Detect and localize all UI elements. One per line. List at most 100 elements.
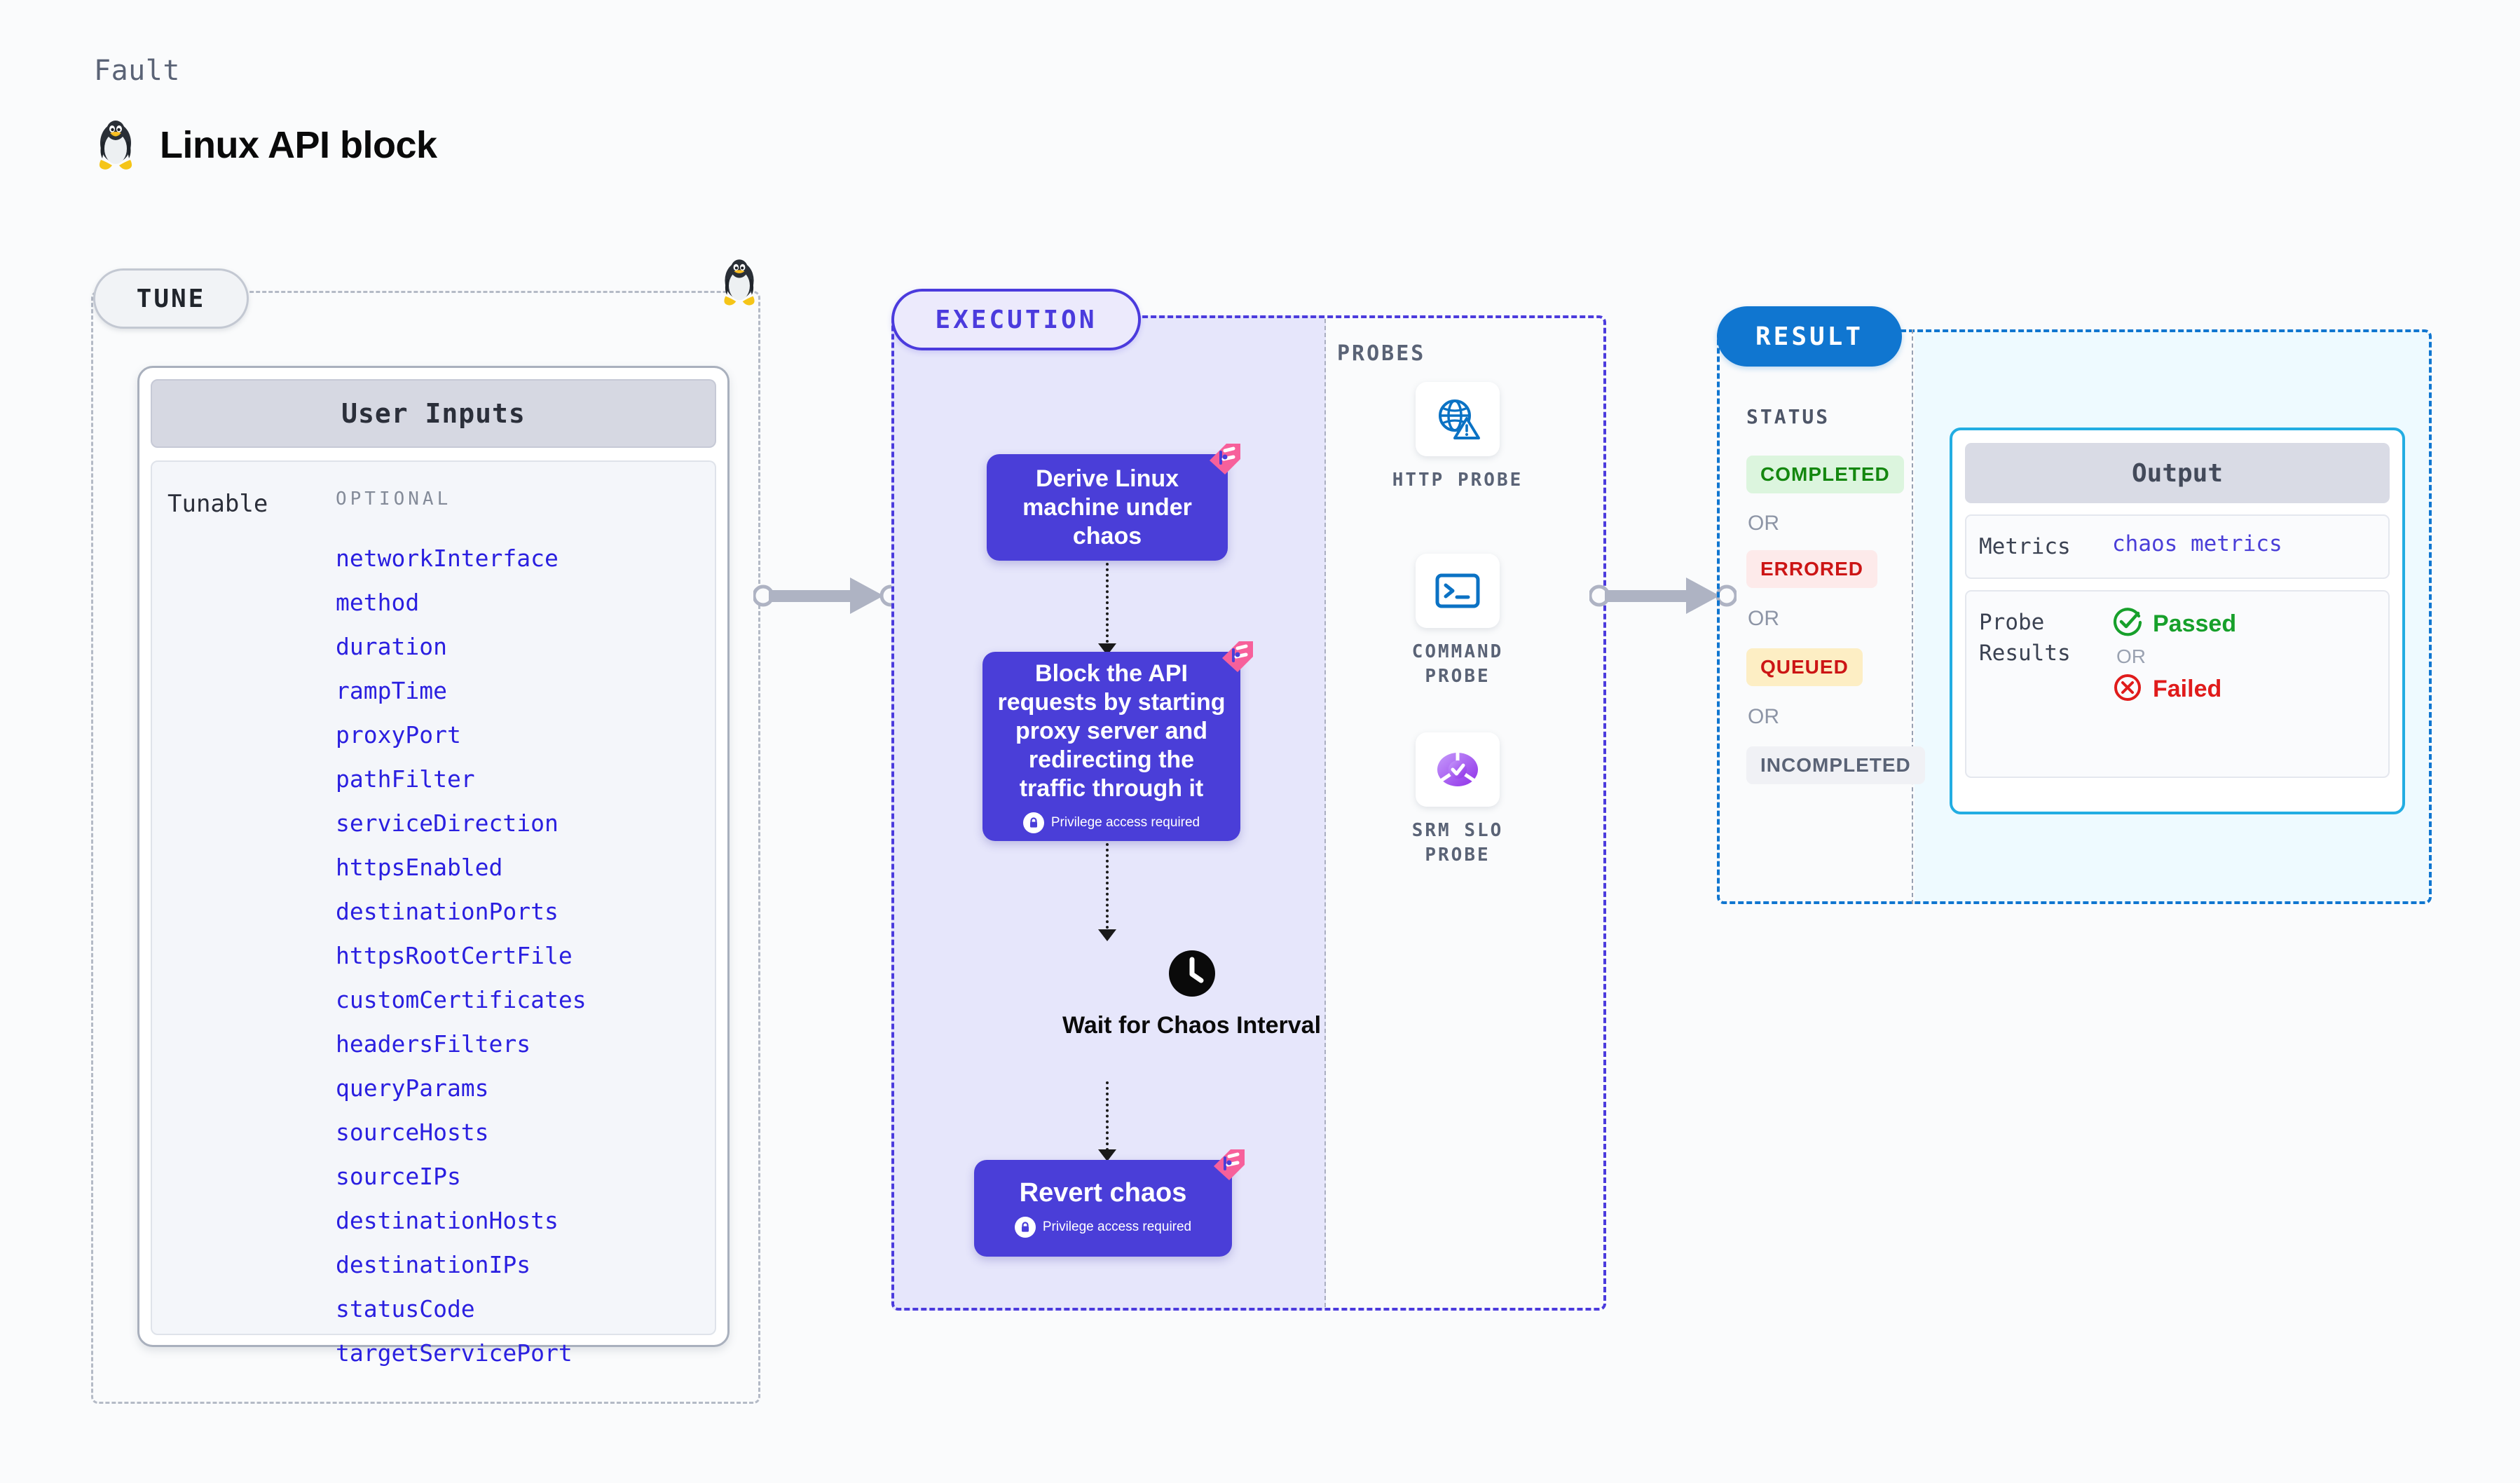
connector-arrow-tune-to-execution bbox=[752, 573, 902, 622]
list-item[interactable]: destinationIPs bbox=[336, 1251, 531, 1278]
globe-warning-icon bbox=[1416, 382, 1500, 456]
probes-divider bbox=[1324, 319, 1326, 1307]
probe-item-srm-slo[interactable]: SRM SLO PROBE bbox=[1374, 732, 1542, 868]
flow-node-label: Derive Linux machine under chaos bbox=[1022, 465, 1192, 549]
terminal-icon bbox=[1416, 554, 1500, 628]
output-row-probe-results: Probe Results Passed OR bbox=[1965, 590, 2390, 778]
flow-node-revert-chaos[interactable]: Revert chaos Privilege access required bbox=[974, 1149, 1245, 1257]
or-separator: OR bbox=[1748, 705, 1779, 728]
probe-label: SRM SLO PROBE bbox=[1411, 820, 1504, 866]
lock-icon bbox=[1022, 812, 1044, 833]
or-separator: OR bbox=[1748, 607, 1779, 630]
privilege-access-badge: Privilege access required bbox=[1022, 812, 1200, 833]
optional-label: OPTIONAL bbox=[336, 488, 452, 510]
list-item[interactable]: httpsRootCertFile bbox=[336, 942, 573, 969]
chaos-corner-badge bbox=[1218, 640, 1254, 677]
metrics-key-label: Metrics bbox=[1979, 534, 2071, 559]
connector-line bbox=[1106, 563, 1109, 648]
connector-line bbox=[1106, 1081, 1109, 1162]
clock-icon bbox=[1168, 950, 1216, 1001]
user-inputs-title: User Inputs bbox=[341, 398, 526, 429]
connector-arrowhead bbox=[1098, 929, 1116, 941]
privilege-access-label: Privilege access required bbox=[1050, 815, 1200, 830]
list-item[interactable]: rampTime bbox=[336, 677, 447, 704]
tune-section-pill[interactable]: TUNE bbox=[93, 268, 249, 329]
flow-node-wait-interval[interactable]: Wait for Chaos Interval bbox=[1062, 950, 1321, 1040]
x-circle-icon bbox=[2112, 672, 2143, 706]
tune-section-boundary bbox=[91, 291, 760, 1404]
status-badge-queued: QUEUED bbox=[1746, 648, 1863, 686]
connector-arrow-execution-to-result bbox=[1588, 573, 1738, 622]
output-title: Output bbox=[2131, 458, 2224, 488]
list-item[interactable]: statusCode bbox=[336, 1295, 475, 1323]
probe-item-command[interactable]: COMMAND PROBE bbox=[1374, 554, 1542, 689]
list-item[interactable]: networkInterface bbox=[336, 545, 559, 572]
user-inputs-header: User Inputs bbox=[151, 379, 716, 448]
tune-pill-label: TUNE bbox=[136, 284, 206, 313]
execution-section-boundary bbox=[891, 315, 1606, 1311]
list-item[interactable]: sourceHosts bbox=[336, 1119, 489, 1146]
probe-label: HTTP PROBE bbox=[1392, 470, 1523, 491]
output-panel: Output Metrics chaos metrics Probe Resul… bbox=[1950, 428, 2405, 814]
user-inputs-body: Tunable OPTIONAL networkInterface method… bbox=[151, 460, 716, 1367]
metrics-value[interactable]: chaos metrics bbox=[2112, 531, 2282, 556]
list-item[interactable]: serviceDirection bbox=[336, 809, 559, 837]
probe-item-http[interactable]: HTTP PROBE bbox=[1374, 382, 1542, 493]
status-badge-errored: ERRORED bbox=[1746, 550, 1878, 588]
optional-column: OPTIONAL networkInterface method duratio… bbox=[336, 483, 715, 1367]
execution-pill-label: EXECUTION bbox=[935, 305, 1097, 334]
or-separator: OR bbox=[1748, 512, 1779, 535]
output-header: Output bbox=[1965, 443, 2390, 503]
tux-penguin-icon bbox=[719, 258, 760, 307]
result-status-column-boundary bbox=[1717, 329, 1913, 904]
list-item[interactable]: httpsEnabled bbox=[336, 854, 503, 881]
passed-label: Passed bbox=[2153, 610, 2237, 637]
flow-node-label: Wait for Chaos Interval bbox=[1062, 1012, 1322, 1039]
result-section-boundary bbox=[1717, 329, 2432, 904]
list-item[interactable]: method bbox=[336, 589, 420, 616]
list-item[interactable]: customCertificates bbox=[336, 986, 587, 1013]
connector-line bbox=[1106, 843, 1109, 934]
fault-kicker-label: Fault bbox=[94, 55, 180, 87]
tunable-group-label: Tunable bbox=[167, 490, 268, 518]
failed-label: Failed bbox=[2153, 676, 2222, 702]
privilege-access-badge: Privilege access required bbox=[1014, 1217, 1192, 1238]
execution-section-pill[interactable]: EXECUTION bbox=[891, 289, 1141, 350]
status-column-label: STATUS bbox=[1746, 405, 1830, 428]
list-item[interactable]: destinationHosts bbox=[336, 1207, 559, 1234]
probe-label: COMMAND PROBE bbox=[1411, 641, 1504, 687]
probes-section-label: PROBES bbox=[1337, 341, 1426, 366]
check-circle-icon bbox=[2112, 607, 2143, 641]
flow-node-label: Revert chaos bbox=[1019, 1178, 1187, 1208]
tux-penguin-icon bbox=[94, 119, 137, 171]
list-item[interactable]: pathFilter bbox=[336, 765, 475, 793]
status-badge-completed: COMPLETED bbox=[1746, 456, 1904, 493]
list-item[interactable]: targetServicePort bbox=[336, 1339, 573, 1367]
result-pill-label: RESULT bbox=[1755, 322, 1864, 351]
output-row-metrics: Metrics chaos metrics bbox=[1965, 514, 2390, 579]
result-section-pill[interactable]: RESULT bbox=[1717, 306, 1902, 367]
probe-results-values: Passed OR Failed bbox=[2112, 607, 2236, 706]
probe-result-passed: Passed bbox=[2112, 607, 2236, 641]
list-item[interactable]: sourceIPs bbox=[336, 1163, 461, 1190]
list-item[interactable]: duration bbox=[336, 633, 447, 660]
lock-icon bbox=[1014, 1217, 1036, 1238]
list-item[interactable]: destinationPorts bbox=[336, 898, 559, 925]
chaos-corner-badge bbox=[1210, 1148, 1246, 1185]
chaos-corner-badge bbox=[1205, 442, 1242, 479]
flow-node-block-api[interactable]: Block the API requests by starting proxy… bbox=[982, 641, 1253, 841]
flow-node-derive-machine[interactable]: Derive Linux machine under chaos bbox=[987, 444, 1240, 561]
status-badge-incompleted: INCOMPLETED bbox=[1746, 746, 1925, 784]
list-item[interactable]: queryParams bbox=[336, 1074, 489, 1102]
user-inputs-card: User Inputs Tunable OPTIONAL networkInte… bbox=[137, 366, 730, 1367]
flow-node-label: Block the API requests by starting proxy… bbox=[997, 660, 1226, 802]
probe-result-failed: Failed bbox=[2112, 672, 2236, 706]
page-title-row: Linux API block bbox=[94, 119, 437, 171]
connector-arrowhead bbox=[1098, 1149, 1116, 1161]
page-title: Linux API block bbox=[160, 124, 437, 166]
privilege-access-label: Privilege access required bbox=[1042, 1219, 1192, 1234]
probe-results-key-label: Probe Results bbox=[1979, 610, 2071, 666]
list-item[interactable]: proxyPort bbox=[336, 721, 461, 749]
list-item[interactable]: headersFilters bbox=[336, 1030, 531, 1058]
slo-donut-check-icon bbox=[1416, 732, 1500, 807]
